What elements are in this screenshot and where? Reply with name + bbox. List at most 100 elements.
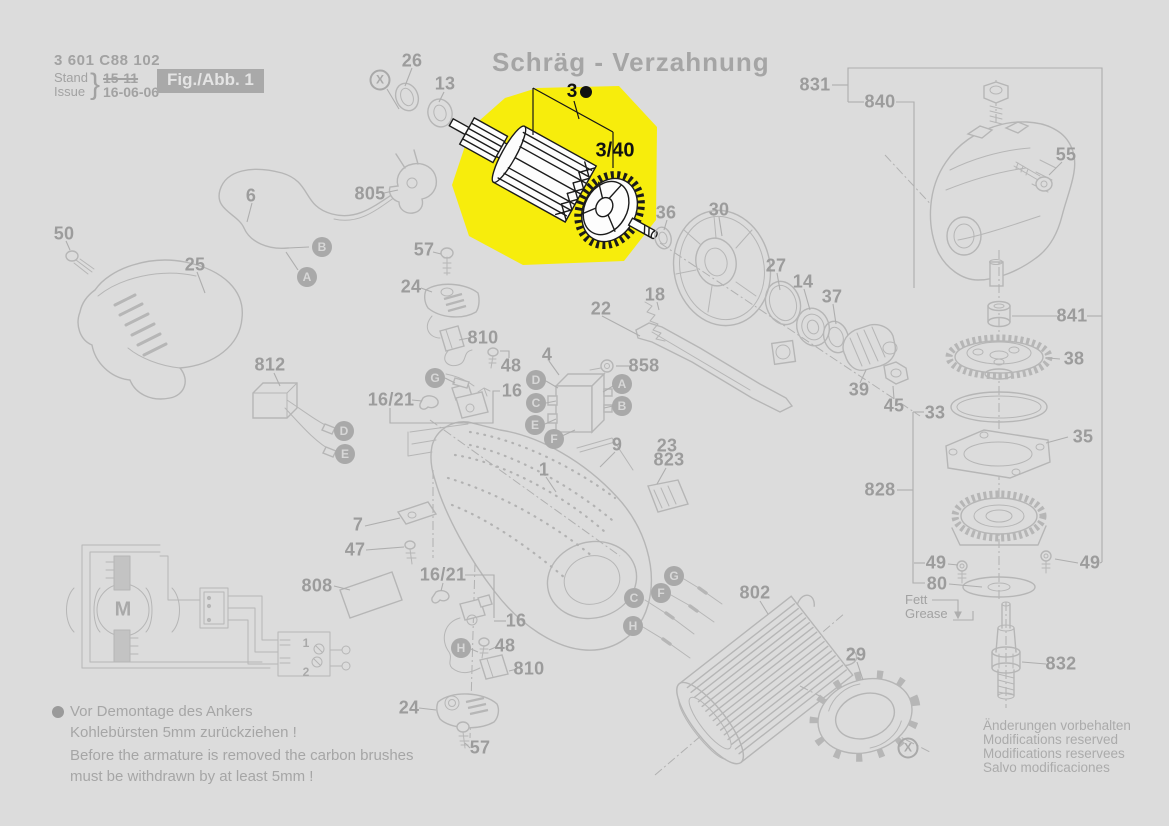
cover-art [65, 250, 243, 400]
schematic-switch-pos-2: 2 [302, 665, 310, 679]
grease-note: Fett Grease [905, 593, 948, 621]
wire-badge-c: C [526, 393, 546, 413]
part-callout-55[interactable]: 55 [1055, 144, 1077, 165]
part-callout-26[interactable]: 26 [401, 50, 423, 71]
selected-part-ratio[interactable]: 3/40 [595, 139, 635, 162]
drive-train-art [654, 209, 921, 417]
part-callout-9[interactable]: 9 [611, 434, 623, 455]
part-callout-57[interactable]: 57 [469, 737, 491, 758]
section-marker-x-icon: X [369, 69, 391, 91]
part-callout-16-21[interactable]: 16/21 [367, 389, 415, 410]
caution-note: Vor Demontage des Ankers Kohlebürsten 5m… [70, 701, 414, 787]
part-callout-802[interactable]: 802 [739, 582, 771, 603]
part-callout-27[interactable]: 27 [765, 255, 787, 276]
part-callout-858[interactable]: 858 [628, 355, 660, 376]
wire-badge-e: E [525, 415, 545, 435]
part-callout-29[interactable]: 29 [845, 644, 867, 665]
part-callout-832[interactable]: 832 [1045, 653, 1077, 674]
part-callout-36[interactable]: 36 [655, 202, 677, 223]
clamp-ring-art [799, 670, 931, 762]
issue-label: Issue [54, 84, 86, 99]
grease-note-en: Grease [905, 606, 948, 621]
part-callout-49[interactable]: 49 [1079, 552, 1101, 573]
brush-group-top-art [419, 247, 499, 419]
part-callout-810[interactable]: 810 [467, 327, 499, 348]
schematic-switch-pos-1: 1 [302, 636, 310, 650]
part-callout-810[interactable]: 810 [513, 658, 545, 679]
part-callout-80[interactable]: 80 [926, 573, 948, 594]
part-callout-23[interactable]: 23 [656, 435, 678, 456]
wire-badge-h: H [451, 638, 471, 658]
document-part-code: 3 601 C88 102 [54, 52, 161, 69]
part-callout-828[interactable]: 828 [864, 479, 896, 500]
modifications-line-fr: Modifications reservees [983, 746, 1125, 761]
part-callout-24[interactable]: 24 [400, 276, 422, 297]
part-callout-841[interactable]: 841 [1056, 305, 1088, 326]
issue-value: 16-06-06 [103, 84, 160, 100]
part-callout-49[interactable]: 49 [925, 552, 947, 573]
part-callout-25[interactable]: 25 [184, 254, 206, 275]
part-callout-14[interactable]: 14 [792, 271, 814, 292]
wire-badge-g: G [664, 566, 684, 586]
selected-part-ref[interactable]: 3 [566, 81, 578, 102]
part-callout-16[interactable]: 16 [501, 380, 523, 401]
part-callout-13[interactable]: 13 [434, 73, 456, 94]
part-callout-24[interactable]: 24 [398, 697, 420, 718]
wire-badge-f: F [651, 583, 671, 603]
power-cord-art [218, 149, 438, 271]
section-marker-x-icon: X [897, 737, 919, 759]
wire-badge-e: E [335, 444, 355, 464]
part-callout-48[interactable]: 48 [494, 635, 516, 656]
part-callout-35[interactable]: 35 [1072, 426, 1094, 447]
ring-bearing-art [394, 82, 453, 128]
figure-badge: Fig./Abb. 1 [157, 69, 264, 93]
wire-badge-b: B [312, 237, 332, 257]
part-callout-831[interactable]: 831 [799, 74, 831, 95]
part-callout-808[interactable]: 808 [301, 575, 333, 596]
part-callout-50[interactable]: 50 [53, 223, 75, 244]
revision-block: Stand Issue } 15-11 16-06-06 [54, 70, 160, 100]
wiring-schematic-art [66, 544, 351, 677]
part-callout-22[interactable]: 22 [590, 298, 612, 319]
connector-812-art [252, 382, 337, 458]
part-callout-37[interactable]: 37 [821, 286, 843, 307]
spindle-column-art [945, 250, 1053, 708]
stand-value-old: 15-11 [103, 70, 139, 86]
part-callout-823[interactable]: 823 [653, 449, 685, 470]
part-callout-30[interactable]: 30 [708, 199, 730, 220]
armature-highlighted-art [448, 116, 658, 250]
stator-art [642, 578, 858, 776]
part-callout-16-21[interactable]: 16/21 [419, 564, 467, 585]
part-callout-47[interactable]: 47 [344, 539, 366, 560]
part-callout-840[interactable]: 840 [864, 91, 896, 112]
wire-badge-a: A [612, 374, 632, 394]
wire-badge-d: D [334, 421, 354, 441]
part-callout-812[interactable]: 812 [254, 354, 286, 375]
modifications-line-en: Modifications reserved [983, 732, 1119, 747]
part-callout-7[interactable]: 7 [352, 514, 364, 535]
caution-note-en-1: Before the armature is removed the carbo… [70, 747, 414, 764]
part-callout-39[interactable]: 39 [848, 379, 870, 400]
part-callout-48[interactable]: 48 [500, 355, 522, 376]
highlight-bracket [532, 87, 614, 168]
part-callout-6[interactable]: 6 [245, 185, 257, 206]
wire-badge-b: B [612, 396, 632, 416]
grease-note-de: Fett [905, 592, 928, 607]
page-title: Schräg - Verzahnung [492, 47, 770, 77]
lever-art [635, 301, 794, 413]
part-callout-33[interactable]: 33 [924, 402, 946, 423]
part-callout-38[interactable]: 38 [1063, 348, 1085, 369]
caution-note-de-1: Vor Demontage des Ankers [70, 703, 253, 720]
wire-badge-f: F [544, 429, 564, 449]
part-callout-45[interactable]: 45 [883, 395, 905, 416]
stand-label: Stand [54, 70, 88, 85]
part-callout-18[interactable]: 18 [644, 284, 666, 305]
leader-lines [65, 67, 1103, 749]
part-callout-1[interactable]: 1 [538, 459, 550, 480]
part-callout-16[interactable]: 16 [505, 610, 527, 631]
part-callout-57[interactable]: 57 [413, 239, 435, 260]
part-callout-805[interactable]: 805 [354, 183, 386, 204]
part-callout-4[interactable]: 4 [541, 344, 553, 365]
